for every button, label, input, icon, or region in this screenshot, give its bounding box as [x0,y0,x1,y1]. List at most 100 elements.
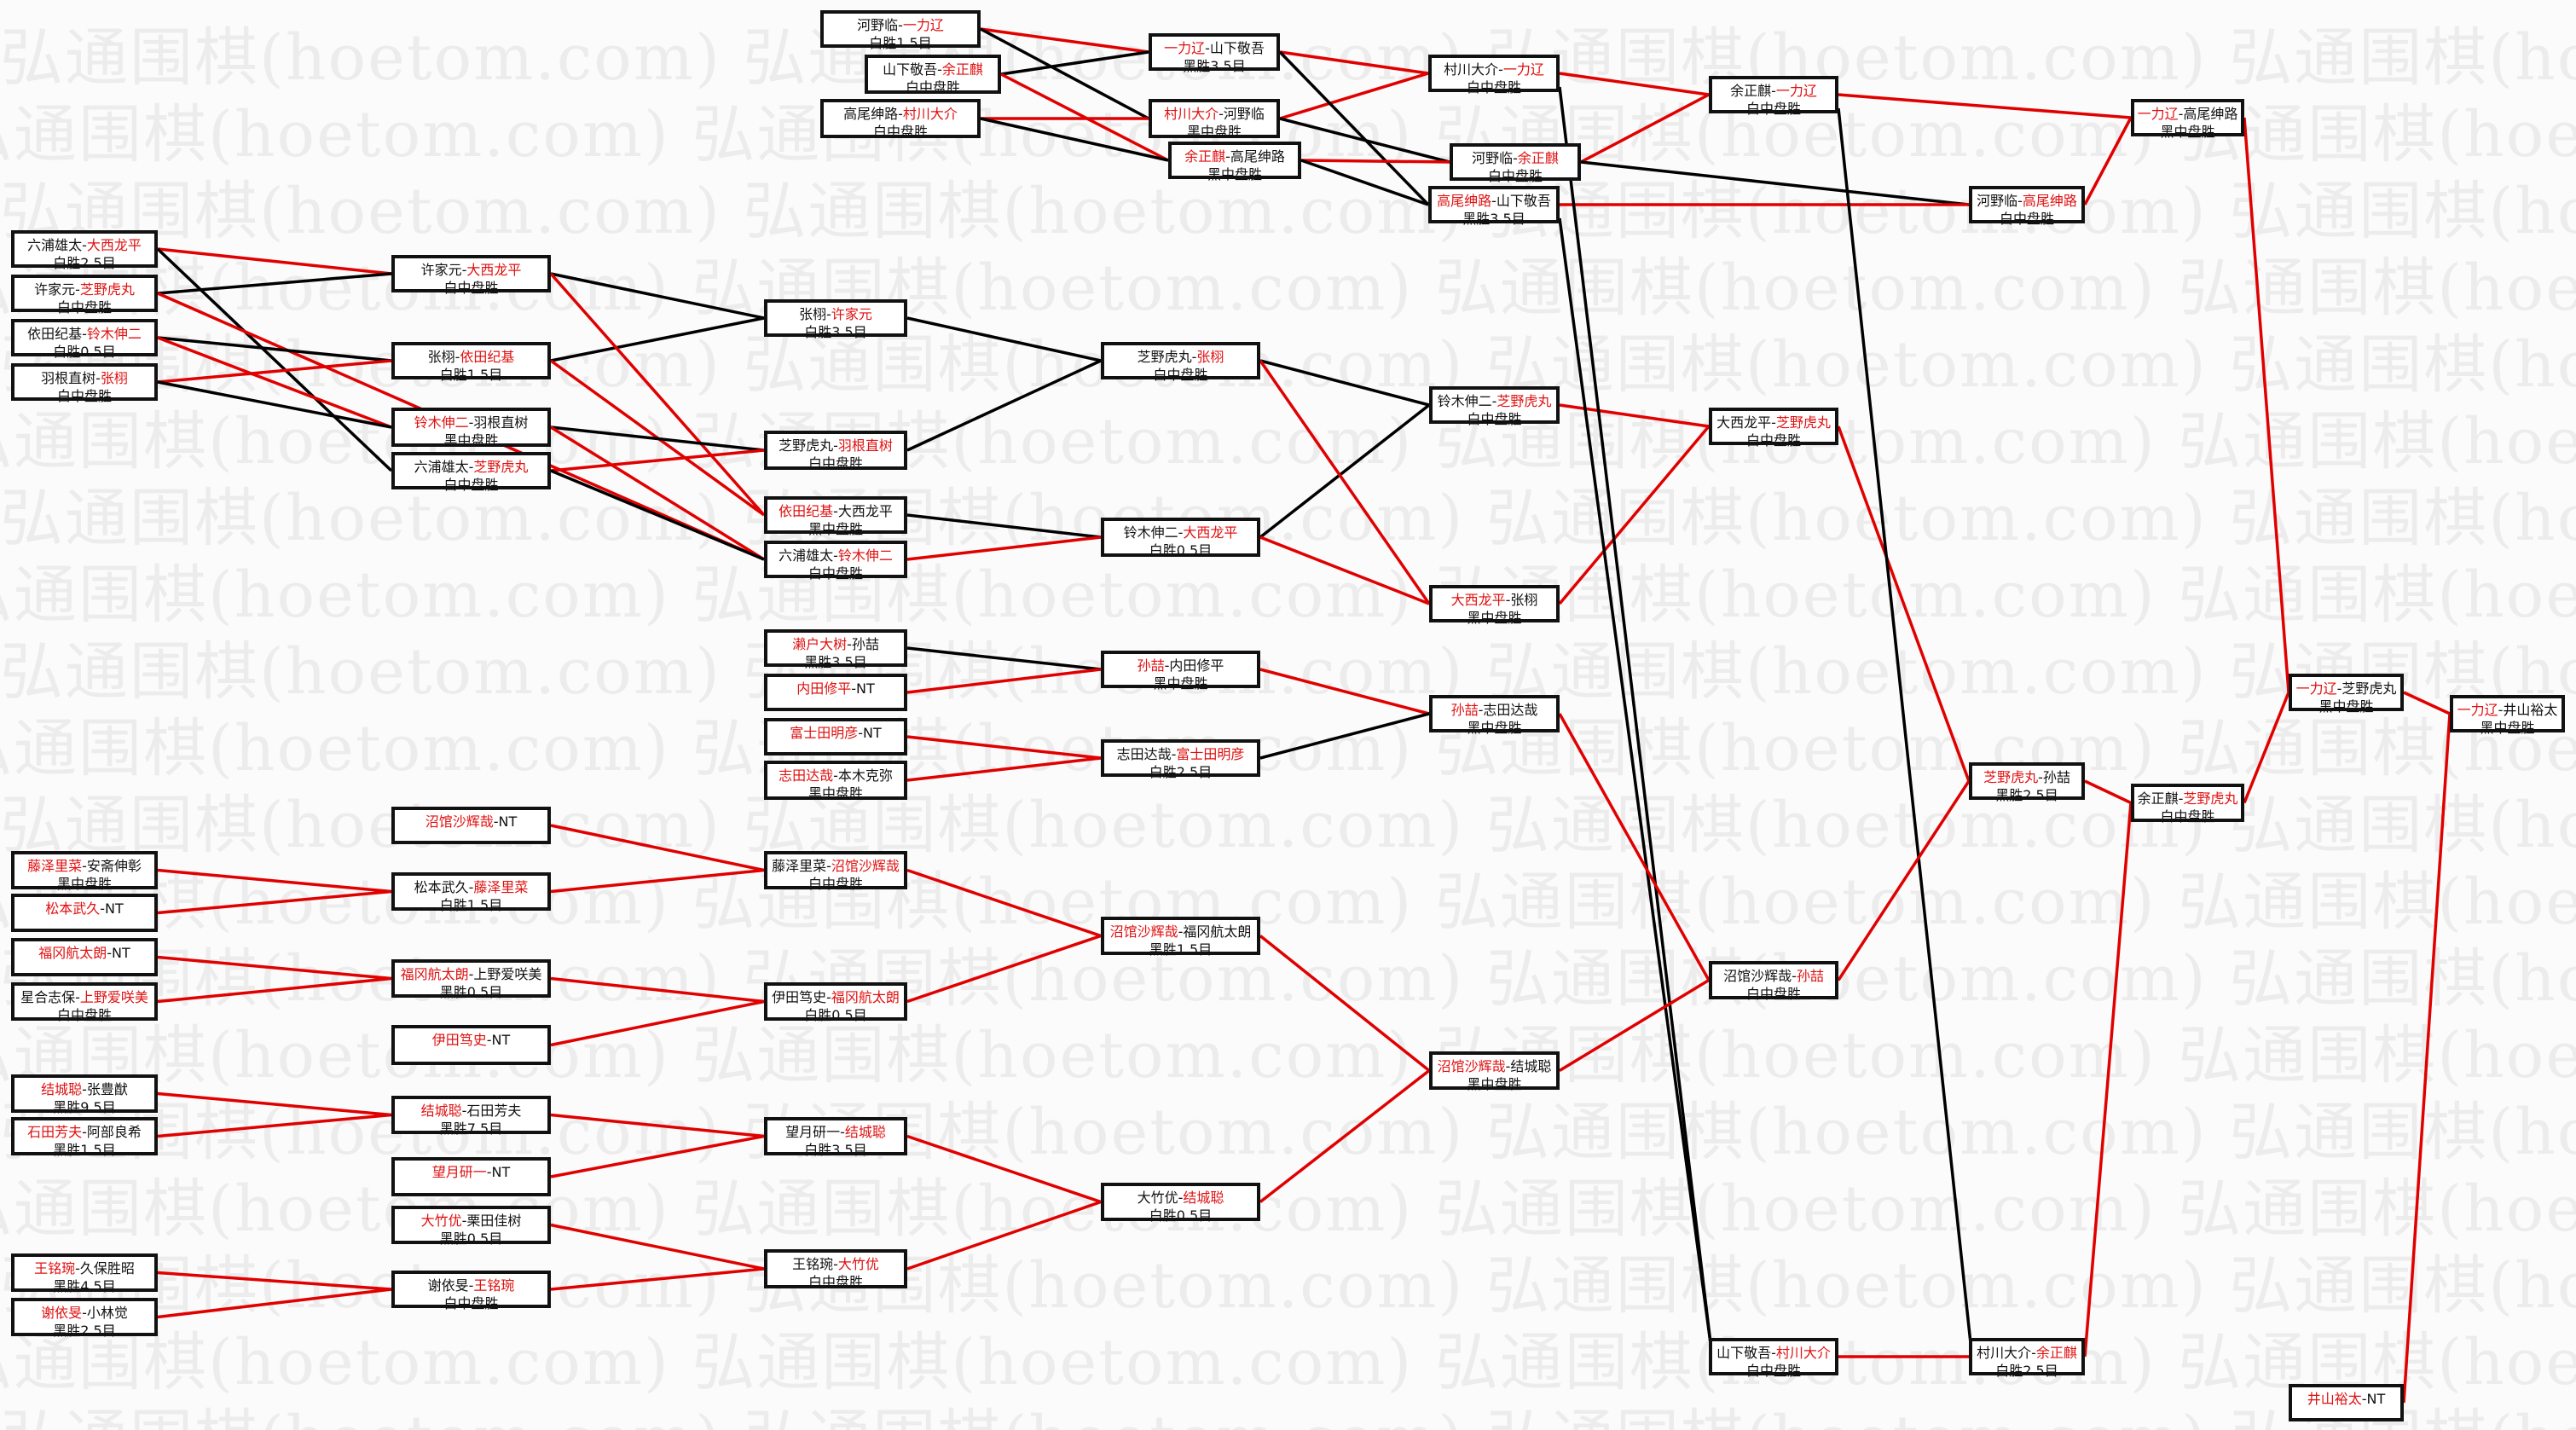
match-box[interactable]: 羽根直树-张栩白中盘胜 [11,363,158,404]
match-box[interactable]: 河野临-一力辽白胜1.5目 [820,10,981,51]
black-player: 王铭琬 [792,1256,834,1272]
match-box[interactable]: 大竹优-栗田佳树黑胜0.5目 [391,1206,551,1247]
match-box[interactable]: 志田达哉-本木克弥黑中盘胜 [764,761,907,802]
match-box[interactable]: 高尾绅路-山下敬吾黑胜3.5目 [1428,186,1560,227]
match-box[interactable]: 依田纪基-大西龙平黑中盘胜 [764,496,907,537]
match-box[interactable]: 谢依旻-王铭琬白中盘胜 [391,1271,551,1311]
match-box[interactable]: 伊田笃史-NT [391,1025,551,1065]
white-player: 孙喆 [851,636,879,652]
match-box[interactable]: 福冈航太朗-NT [11,938,158,976]
match-box[interactable]: 望月研一-NT [391,1157,551,1196]
separator: - [1205,40,1210,56]
match-box[interactable]: 河野临-高尾绅路白中盘胜 [1969,186,2085,227]
white-player: 富士田明彦 [1176,746,1245,762]
white-player: 村川大介 [1775,1345,1831,1361]
match-box[interactable]: 张栩-依田纪基白胜1.5目 [391,342,551,383]
white-player: NT [856,680,875,697]
match-box[interactable]: 一力辽-高尾绅路黑中盘胜 [2131,99,2244,140]
winner-path-line [550,449,765,472]
match-box[interactable]: 王铭琬-久保胜昭黑胜4.5目 [11,1253,158,1294]
match-box[interactable]: 沼馆沙辉哉-NT [391,807,551,844]
match-box[interactable]: 一力辽-山下敬吾黑胜3.5目 [1149,33,1280,74]
match-box[interactable]: 濑户大树-孙喆黑胜3.5目 [764,629,907,670]
match-box[interactable]: 内田修平-NT [764,674,907,711]
match-box[interactable]: 余正麒-芝野虎丸白中盘胜 [2131,784,2244,825]
match-result: 黑胜7.5目 [439,1120,503,1137]
match-box[interactable]: 村川大介-河野临黑中盘胜 [1149,99,1280,140]
match-box[interactable]: 结城聪-石田芳夫黑胜7.5目 [391,1096,551,1137]
match-box[interactable]: 高尾绅路-村川大介白中盘胜 [820,99,981,140]
match-box[interactable]: 藤泽里菜-沼馆沙辉哉白中盘胜 [764,851,907,892]
match-box[interactable]: 山下敬吾-村川大介白中盘胜 [1709,1338,1838,1379]
match-box[interactable]: 余正麒-一力辽白中盘胜 [1709,76,1838,117]
black-player: 余正麒 [1184,148,1226,165]
loser-path-line [1300,159,1429,206]
match-box[interactable]: 铃木伸二-大西龙平白胜0.5目 [1101,518,1260,559]
match-box[interactable]: 六浦雄太-芝野虎丸白中盘胜 [391,452,551,493]
match-players: 村川大介-河野临 [1152,105,1276,123]
match-players: 余正麒-芝野虎丸 [2134,790,2241,808]
match-box[interactable]: 沼馆沙辉哉-孙喆白中盘胜 [1709,961,1838,1002]
separator: - [1171,746,1177,762]
match-box[interactable]: 许家元-芝野虎丸白中盘胜 [11,275,158,316]
match-box[interactable]: 依田纪基-铃木伸二白胜0.5目 [11,319,158,360]
match-players: 藤泽里菜-沼馆沙辉哉 [767,857,904,875]
winner-path-line [1259,360,1431,605]
match-box[interactable]: 结城聪-张豊猷黑胜9.5目 [11,1074,158,1115]
match-box[interactable]: 大竹优-结城聪白胜0.5目 [1101,1183,1260,1224]
match-box[interactable]: 一力辽-井山裕太黑中盘胜 [2450,695,2565,736]
match-box[interactable]: 张栩-许家元白胜3.5目 [764,299,907,340]
match-box[interactable]: 富士田明彦-NT [764,718,907,756]
match-box[interactable]: 六浦雄太-大西龙平白胜2.5目 [11,230,158,271]
match-box[interactable]: 松本武久-NT [11,894,158,932]
match-box[interactable]: 许家元-大西龙平白中盘胜 [391,255,551,296]
match-players: 村川大介-余正麒 [1972,1344,2081,1362]
match-box[interactable]: 松本武久-藤泽里菜白胜1.5目 [391,872,551,913]
match-box[interactable]: 村川大介-一力辽白中盘胜 [1428,55,1560,96]
separator: - [833,503,838,519]
match-box[interactable]: 望月研一-结城聪白胜3.5目 [764,1117,907,1158]
match-box[interactable]: 沼馆沙辉哉-结城聪黑中盘胜 [1429,1051,1560,1092]
match-box[interactable]: 井山裕太-NT [2289,1384,2404,1421]
match-players: 芝野虎丸-羽根直树 [767,437,904,454]
match-box[interactable]: 芝野虎丸-羽根直树白中盘胜 [764,431,907,472]
match-box[interactable]: 河野临-余正麒白中盘胜 [1450,143,1581,184]
loser-path-line [550,272,765,320]
white-player: 芝野虎丸 [1775,414,1831,431]
match-players: 高尾绅路-村川大介 [824,105,977,123]
match-box[interactable]: 大西龙平-芝野虎丸白中盘胜 [1709,408,1838,449]
match-box[interactable]: 伊田笃史-福冈航太朗白胜0.5目 [764,982,907,1023]
white-player: 河野临 [1223,106,1265,122]
match-box[interactable]: 铃木伸二-芝野虎丸白中盘胜 [1429,386,1560,427]
match-players: 许家元-大西龙平 [395,261,547,279]
match-box[interactable]: 藤泽里菜-安斋伸彰黑中盘胜 [11,851,158,892]
match-box[interactable]: 孙喆-志田达哉黑中盘胜 [1429,695,1560,736]
match-box[interactable]: 孙喆-内田修平黑中盘胜 [1101,651,1260,692]
match-box[interactable]: 石田芳夫-阿部良希黑胜1.5目 [11,1117,158,1158]
match-box[interactable]: 志田达哉-富士田明彦白胜2.5目 [1101,739,1260,780]
match-box[interactable]: 沼馆沙辉哉-福冈航太朗黑胜1.5目 [1101,917,1260,958]
match-box[interactable]: 芝野虎丸-孙喆黑胜2.5目 [1969,762,2085,803]
match-box[interactable]: 大西龙平-张栩黑中盘胜 [1429,585,1560,626]
match-box[interactable]: 芝野虎丸-张栩白中盘胜 [1101,342,1260,383]
winner-path-line [1259,935,1431,1072]
match-players: 大西龙平-张栩 [1433,591,1556,609]
match-box[interactable]: 余正麒-高尾绅路黑中盘胜 [1168,142,1301,182]
winner-path-line [157,976,392,1004]
match-box[interactable]: 村川大介-余正麒白胜2.5目 [1969,1338,2085,1379]
match-players: 结城聪-张豊猷 [14,1080,154,1098]
match-box[interactable]: 铃木伸二-羽根直树黑中盘胜 [391,408,551,449]
match-box[interactable]: 山下敬吾-余正麒白中盘胜 [865,55,1001,96]
match-box[interactable]: 王铭琬-大竹优白中盘胜 [764,1249,907,1290]
match-box[interactable]: 星合志保-上野爱咲美白中盘胜 [11,982,158,1023]
white-player: 许家元 [831,306,872,322]
match-box[interactable]: 一力辽-芝野虎丸黑中盘胜 [2289,674,2404,715]
white-player: 大西龙平 [86,237,142,253]
match-box[interactable]: 谢依旻-小林觉黑胜2.5目 [11,1298,158,1339]
black-player: 沼馆沙辉哉 [425,813,494,830]
separator: - [82,1081,87,1097]
separator: - [1191,349,1197,365]
match-box[interactable]: 福冈航太朗-上野爱咲美黑胜0.5目 [391,959,551,1000]
match-box[interactable]: 六浦雄太-铃木伸二白中盘胜 [764,541,907,582]
